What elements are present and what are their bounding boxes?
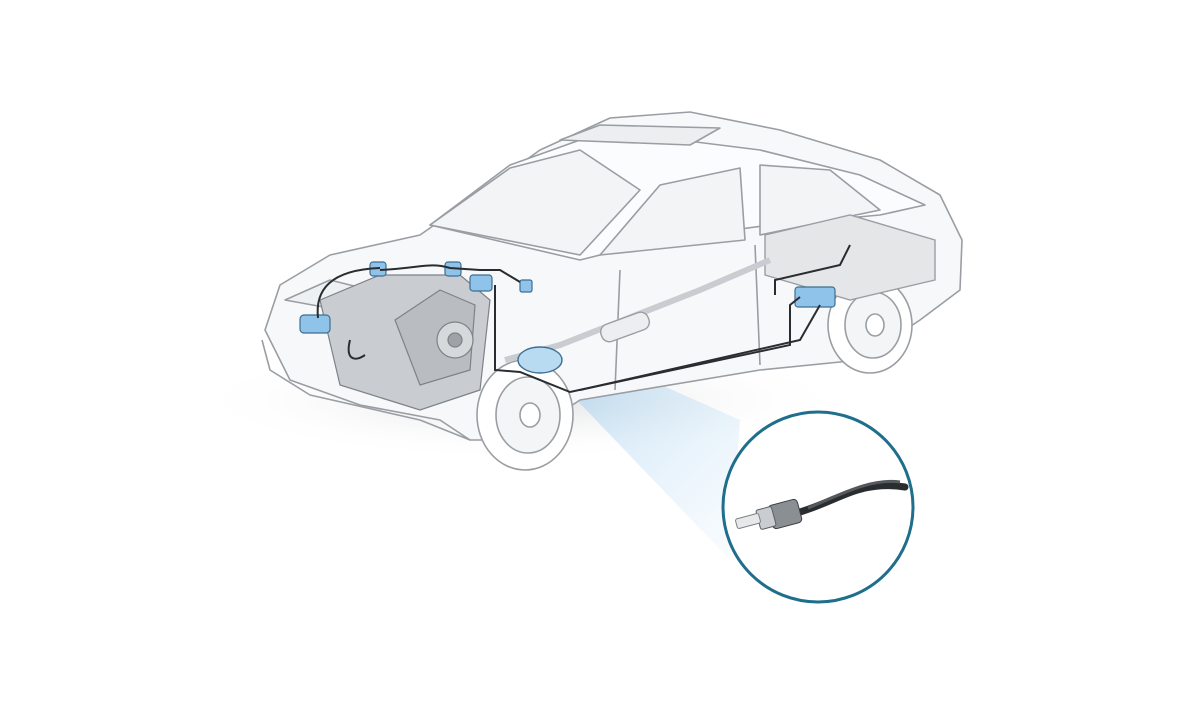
- fuel-tank-icon: [764, 214, 936, 301]
- evap-canister: [794, 286, 836, 308]
- front-wheel: [476, 359, 574, 471]
- oxygen-sensor-inset: [721, 410, 915, 604]
- engine-icon: [319, 274, 491, 411]
- exhaust-system: [504, 257, 772, 374]
- wiring-harness: [316, 244, 851, 394]
- oxygen-sensor-icon: [735, 479, 909, 530]
